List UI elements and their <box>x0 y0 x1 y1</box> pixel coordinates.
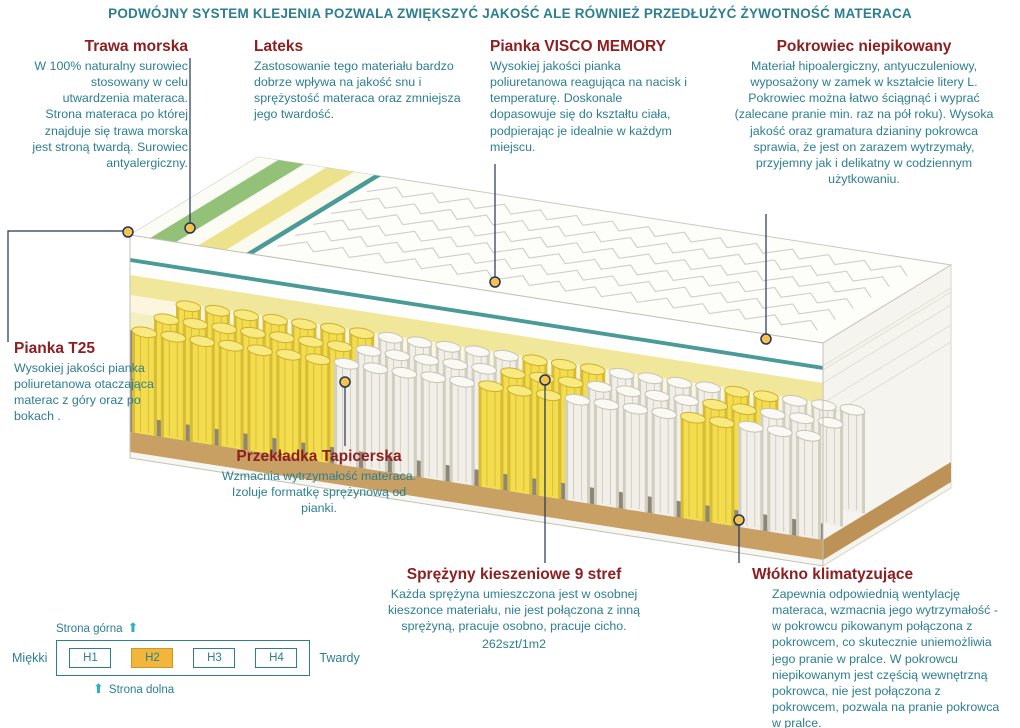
marker-dot-sprezyny <box>539 374 551 386</box>
quilting-zigzag <box>277 241 818 331</box>
marker-dot-wlokno <box>733 514 745 526</box>
label-pianka-visco-memory: Pianka VISCO MEMORY Wysokiej jakości pia… <box>490 38 690 155</box>
up-arrow-icon: ⬆ <box>127 620 139 635</box>
pianka-visco-title: Pianka VISCO MEMORY <box>490 38 666 55</box>
pianka-visco-text: Wysokiej jakości pianka poliuretanowa re… <box>490 59 687 154</box>
marker-dot-przekladka <box>339 376 351 388</box>
wlokno-title: Włókno klimatyzujące <box>752 566 914 583</box>
twardy-label: Twardy <box>319 651 360 665</box>
marker-dot-lateks <box>184 222 196 234</box>
strona-dolna-label: Strona dolna <box>108 684 175 696</box>
top-banner: PODWÓJNY SYSTEM KLEJENIA POZWALA ZWIĘKSZ… <box>108 6 912 21</box>
label-przekladka-tapicerska: Przekładka Tapicerska Wzmacnia wytrzymał… <box>214 448 424 516</box>
strona-gorna-label: Strona górna <box>56 623 123 635</box>
label-pokrowiec-niepikowany: Pokrowiec niepikowany Materiał hipoalerg… <box>730 38 998 187</box>
przekladka-title: Przekładka Tapicerska <box>236 448 402 465</box>
hardness-levels-row: Miękki H1 H2 H3 H4 Twardy <box>12 640 382 676</box>
marker-dot-pianka-t25 <box>122 226 134 238</box>
pianka-t25-title: Pianka T25 <box>14 340 95 357</box>
wlokno-text: Zapewnia odpowiednią wentylację materaca… <box>772 587 1000 728</box>
quilting-zigzag <box>295 230 836 320</box>
label-sprezyny-kieszeniowe: Sprężyny kieszeniowe 9 stref Każda spręż… <box>372 566 656 653</box>
miekki-label: Miękki <box>12 651 48 665</box>
label-lateks: Lateks Zastosowanie tego materiału bardz… <box>254 38 474 123</box>
hardness-h3: H3 <box>193 648 236 668</box>
sprezyny-title: Sprężyny kieszeniowe 9 stref <box>406 566 622 583</box>
marker-dot-pianka-visco <box>489 276 501 288</box>
hardness-levels-box: H1 H2 H3 H4 <box>56 640 311 676</box>
pianka-t25-text: Wysokiej jakości pianka poliuretanowa ot… <box>14 361 154 424</box>
quilting-zigzag <box>313 219 854 309</box>
connector-pianka-t25 <box>7 230 123 342</box>
pokrowiec-text: Materiał hipoalergiczny, antyuczuleniowy… <box>734 59 994 186</box>
hardness-h4: H4 <box>255 648 298 668</box>
przekladka-text: Wzmacnia wytrzymałość materaca. Izoluje … <box>221 469 417 516</box>
strona-gorna-row: Strona górna ⬆ <box>12 620 382 636</box>
sprezyny-count: 262szt/1m2 <box>481 637 547 652</box>
up-arrow-icon: ⬆ <box>93 681 104 696</box>
quilting-zigzag <box>331 208 872 298</box>
trawa-morska-text: W 100% naturalny surowiec stosowany w ce… <box>32 59 188 170</box>
pocket-springs <box>131 300 866 540</box>
hardness-scale: Strona górna⬆ Miękki H1 H2 H3 H4 Twardy … <box>12 620 382 697</box>
quilting-zigzag <box>348 197 890 287</box>
quilting-zigzag <box>366 186 908 277</box>
hardness-h1: H1 <box>69 648 112 668</box>
label-trawa-morska: Trawa morska W 100% naturalny surowiec s… <box>26 38 188 171</box>
hardness-h2-selected: H2 <box>131 648 174 668</box>
sprezyny-text: Każda sprężyna umieszczona jest w osobne… <box>387 587 641 634</box>
lateks-title: Lateks <box>254 38 304 55</box>
trawa-morska-title: Trawa morska <box>84 38 188 55</box>
strona-dolna-row: ⬆ Strona dolna <box>12 681 382 697</box>
label-pianka-t25: Pianka T25 Wysokiej jakości pianka poliu… <box>14 340 174 425</box>
label-wlokno-klimatyzujace: Włókno klimatyzujące Zapewnia odpowiedni… <box>752 566 1006 728</box>
lateks-text: Zastosowanie tego materiału bardzo dobrz… <box>254 59 461 122</box>
pokrowiec-title: Pokrowiec niepikowany <box>776 38 952 55</box>
marker-dot-pokrowiec <box>760 333 772 345</box>
